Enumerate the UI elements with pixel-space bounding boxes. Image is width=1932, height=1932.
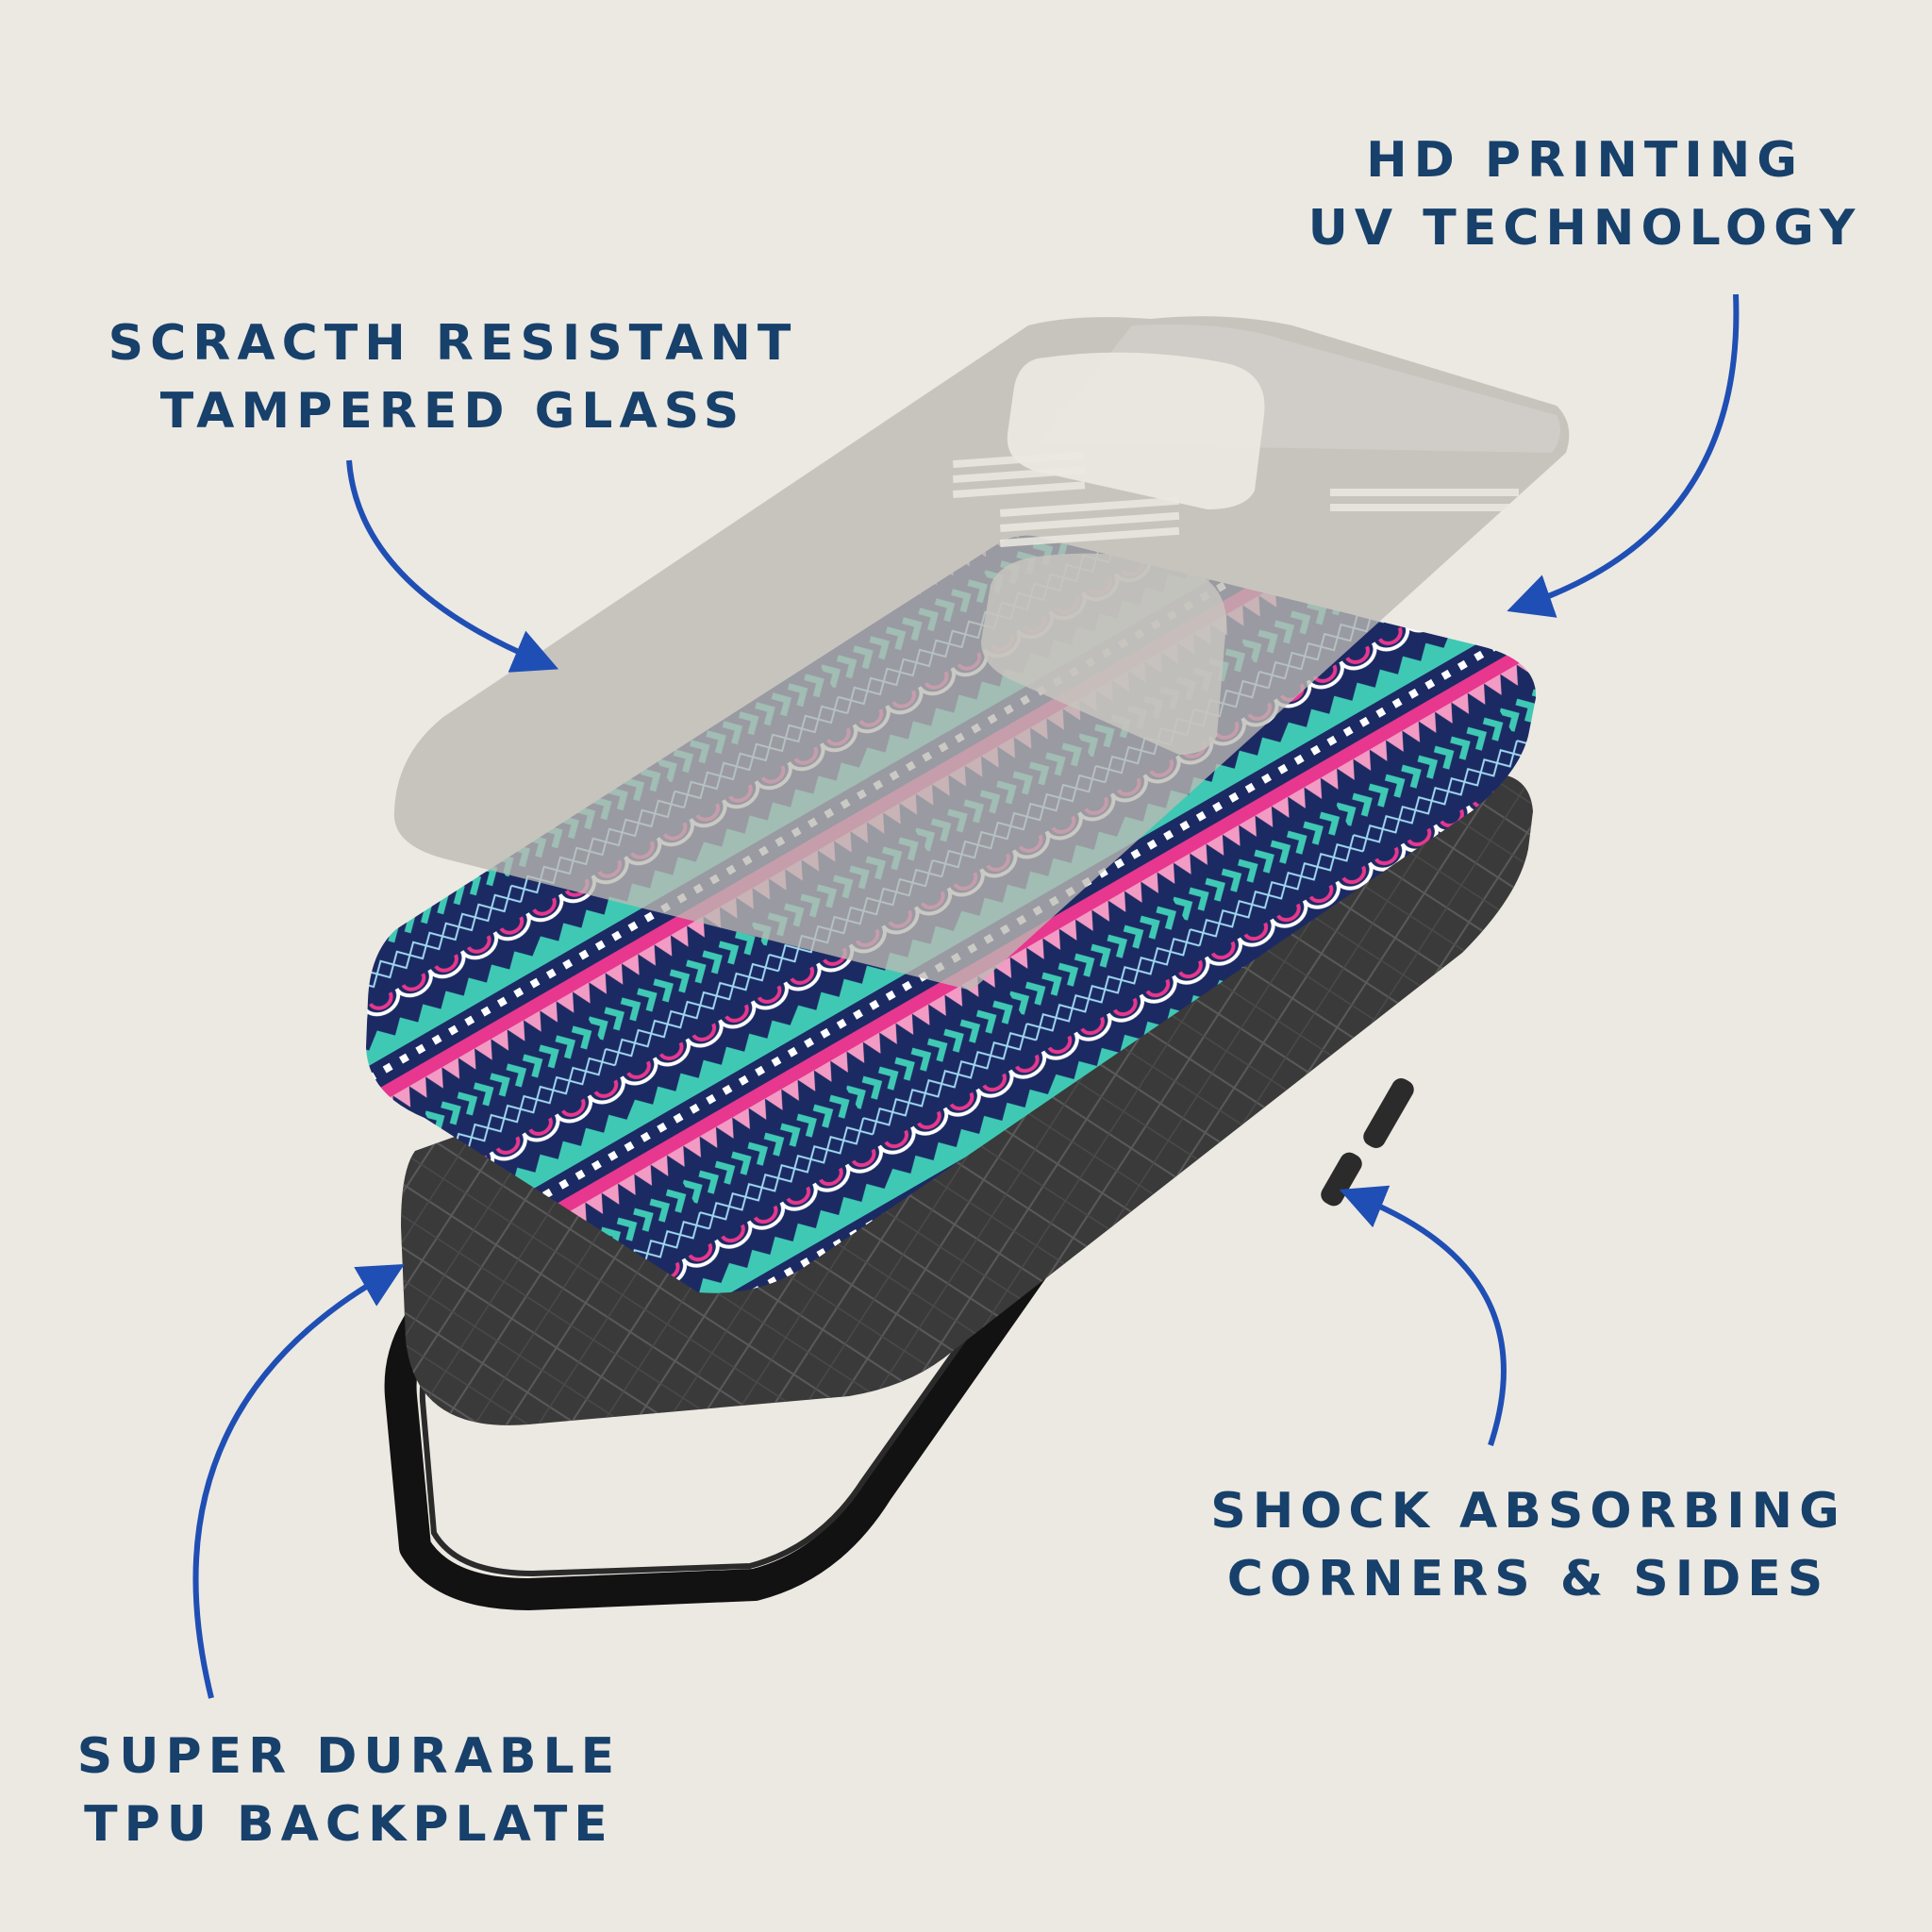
bumper-port xyxy=(434,1428,491,1455)
label-hd-printing: HD PRINTING UV TECHNOLOGY xyxy=(1292,126,1877,262)
tempered-glass-layer xyxy=(393,316,1570,991)
label-line: UV TECHNOLOGY xyxy=(1307,200,1862,257)
label-line: SUPER DURABLE xyxy=(76,1728,622,1785)
bumper-button xyxy=(1321,1152,1362,1207)
label-line: CORNERS & SIDES xyxy=(1226,1551,1830,1607)
bumper-button xyxy=(1363,1078,1414,1148)
label-line: TPU BACKPLATE xyxy=(84,1796,614,1853)
label-line: SHOCK ABSORBING xyxy=(1210,1483,1846,1540)
arrow-icon xyxy=(1507,293,1740,618)
label-line: SCRACTH RESISTANT xyxy=(108,315,798,372)
label-line: TAMPERED GLASS xyxy=(159,383,746,440)
arrow-icon xyxy=(192,1264,405,1699)
bumper-port xyxy=(630,1530,728,1560)
arrow-icon xyxy=(1339,1185,1507,1446)
label-tpu-backplate: SUPER DURABLE TPU BACKPLATE xyxy=(66,1723,632,1858)
label-line: HD PRINTING xyxy=(1366,132,1804,189)
glass-highlight-lines xyxy=(953,451,1519,547)
bumper-port xyxy=(523,1474,609,1504)
label-scratch-resistant-glass: SCRACTH RESISTANT TAMPERED GLASS xyxy=(94,309,811,445)
label-shock-absorbing: SHOCK ABSORBING CORNERS & SIDES xyxy=(1198,1477,1858,1613)
arrow-icon xyxy=(346,459,559,673)
